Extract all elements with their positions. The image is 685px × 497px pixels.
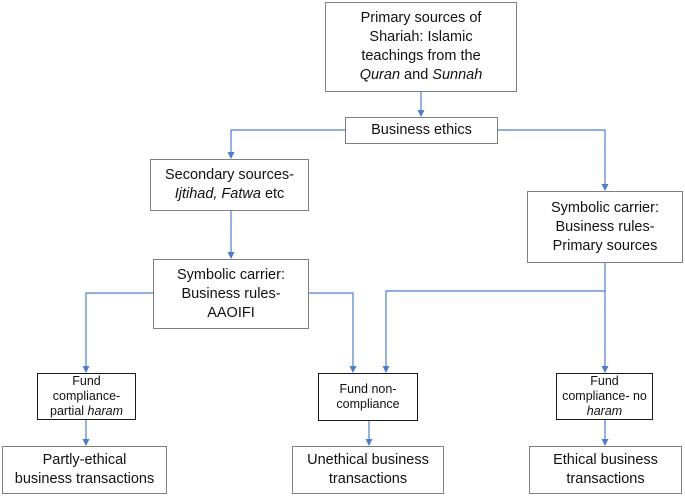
arrow-aaoifi-to-fund-partial — [82, 292, 153, 373]
fund-no-line-3: haram — [586, 404, 623, 418]
ethical-box: Ethical business transactions — [529, 446, 682, 494]
secondary-sources-box: Secondary sources- Ijtihad, Fatwa etc — [150, 159, 309, 211]
fund-partial-line-3: partial haram — [50, 404, 123, 419]
unethical-line-1: Unethical business — [307, 452, 429, 468]
fund-non-line-1: Fund non- — [339, 382, 397, 396]
sunnah-text: Sunnah — [432, 67, 483, 83]
unethical-box: Unethical business transactions — [292, 446, 444, 494]
fund-no-line-1: Fund — [590, 374, 619, 388]
secondary-sources-line-1: Secondary sources- — [165, 167, 294, 183]
fund-partial-line-1: Fund — [72, 374, 101, 388]
partly-ethical-box: Partly-ethical business transactions — [2, 446, 167, 494]
carrier-primary-line-3: Primary sources — [552, 237, 658, 254]
carrier-primary-line-2: Business rules- — [555, 218, 655, 235]
etc-text: etc — [260, 186, 285, 202]
primary-sources-line-2: Shariah: Islamic — [369, 29, 473, 45]
symbolic-carrier-aaoifi-box: Symbolic carrier: Business rules- AAOIFI — [153, 259, 309, 329]
carrier-primary-line-1: Symbolic carrier: — [551, 199, 659, 216]
unethical-line-2: transactions — [328, 471, 408, 487]
primary-sources-box: Primary sources of Shariah: Islamic teac… — [325, 2, 517, 92]
ethical-line-2: transactions — [566, 471, 645, 487]
carrier-aaoifi-line-3: AAOIFI — [207, 304, 255, 321]
quran-text: Quran — [359, 67, 401, 83]
and-text: and — [400, 67, 433, 83]
partly-line-1: Partly-ethical — [42, 452, 127, 468]
haram-text: haram — [87, 404, 123, 418]
secondary-sources-line-2: Ijtihad, Fatwa etc — [175, 185, 285, 204]
fund-non-compliance-box: Fund non- compliance — [318, 373, 418, 421]
symbolic-carrier-primary-box: Symbolic carrier: Business rules- Primar… — [527, 191, 683, 263]
primary-sources-line-1: Primary sources of — [360, 10, 482, 26]
arrow-aaoifi-to-fund-non — [309, 292, 357, 373]
partly-line-2: business transactions — [14, 471, 155, 487]
primary-sources-line-4: Quran and Sunnah — [360, 66, 483, 85]
primary-sources-line-3: teachings from the — [361, 48, 481, 64]
business-ethics-label: Business ethics — [371, 122, 472, 138]
fund-compliance-no-haram-box: Fund compliance- no haram — [556, 373, 653, 420]
ijtihad-fatwa-text: Ijtihad, Fatwa — [174, 186, 261, 202]
arrow-ethics-to-carrier-primary — [498, 129, 609, 191]
fund-non-line-2: compliance — [336, 397, 400, 411]
partial-text: partial — [50, 404, 88, 418]
arrow-carrier-primary-to-fund-non — [382, 263, 606, 373]
carrier-aaoifi-line-2: Business rules- — [181, 285, 281, 302]
business-ethics-box: Business ethics — [345, 117, 498, 144]
arrow-ethics-to-secondary — [227, 129, 345, 159]
fund-partial-line-2: compliance- — [52, 389, 121, 403]
ethical-line-1: Ethical business — [553, 452, 658, 468]
carrier-aaoifi-line-1: Symbolic carrier: — [177, 266, 285, 283]
fund-no-line-2: compliance- no — [562, 389, 647, 403]
fund-partial-haram-box: Fund compliance- partial haram — [37, 373, 136, 420]
